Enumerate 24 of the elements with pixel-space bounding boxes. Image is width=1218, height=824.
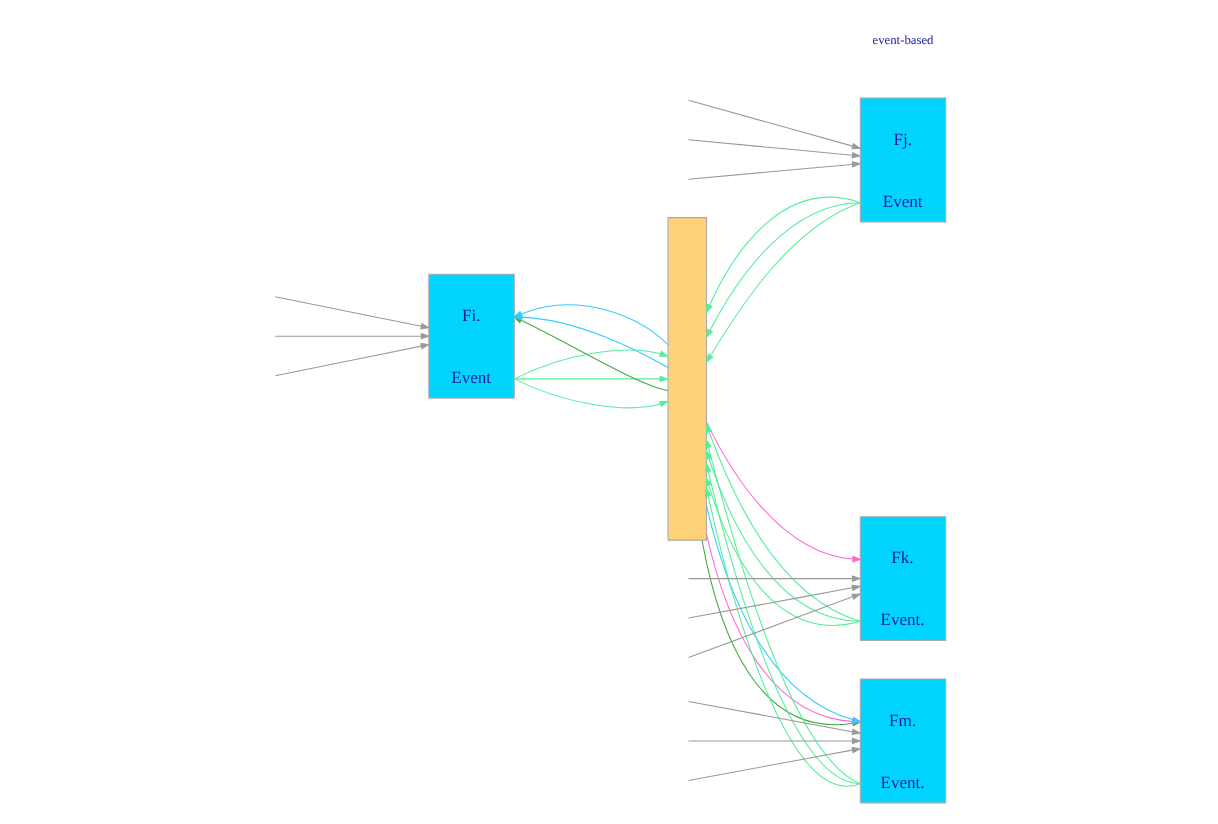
node-box: Fj. Event	[858, 97, 946, 223]
arrow	[704, 476, 860, 626]
arrow	[705, 196, 860, 314]
arrow	[512, 378, 669, 409]
arrow	[512, 375, 669, 383]
arrow	[686, 746, 861, 781]
arrow	[512, 349, 669, 380]
arrow	[686, 737, 861, 745]
arrow	[273, 342, 430, 377]
arrow	[704, 202, 860, 364]
node-box: Fm. Event.	[858, 678, 946, 804]
arrow	[686, 593, 861, 659]
arrow	[686, 161, 861, 180]
arrow	[273, 296, 430, 330]
arrow	[273, 332, 430, 340]
node-bar	[666, 217, 707, 541]
node-box: Fi. Event	[427, 273, 514, 399]
node-box: Fk. Event.	[858, 516, 946, 642]
arrow	[686, 139, 861, 159]
arrow	[704, 202, 860, 339]
arrow	[686, 99, 861, 150]
arrow	[705, 421, 861, 563]
arrow	[686, 584, 861, 619]
arrow	[686, 575, 861, 582]
